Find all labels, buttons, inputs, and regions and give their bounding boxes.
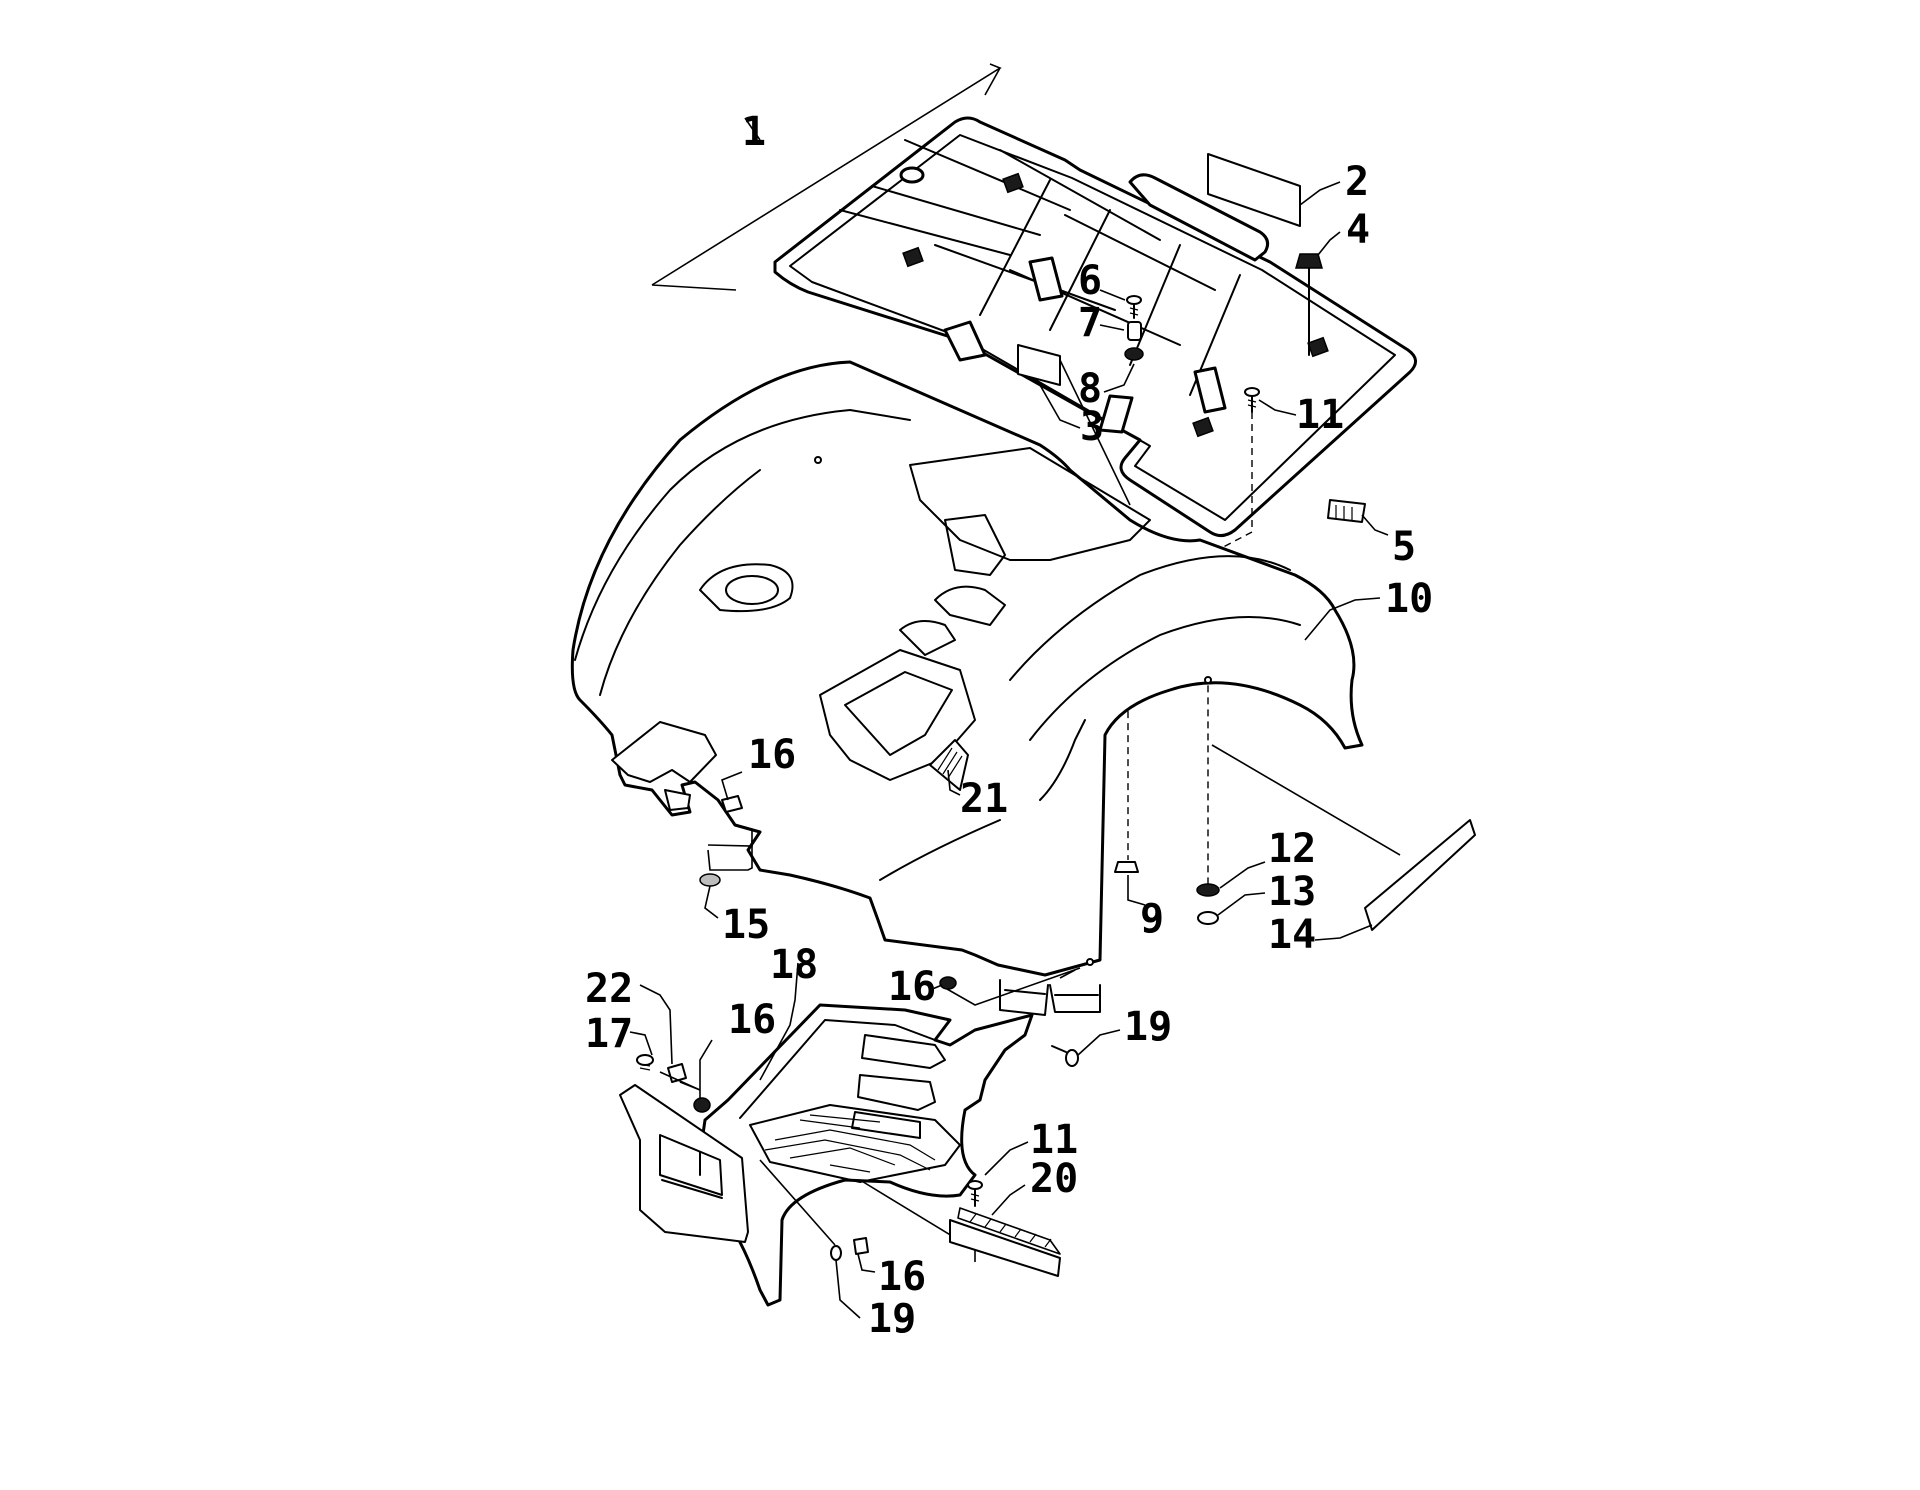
callout-10: 10 — [1385, 576, 1433, 622]
footwell — [619, 1003, 1034, 1307]
mount-line2 — [707, 840, 753, 871]
bolt-19-b — [830, 1245, 842, 1261]
nut-13 — [1197, 911, 1219, 925]
callout-4: 4 — [1346, 207, 1370, 253]
callout-16a: 16 — [748, 732, 796, 778]
bolt-17 — [636, 1054, 654, 1071]
leader-19a — [1077, 1029, 1121, 1056]
leader-17 — [629, 1031, 653, 1056]
rear-fender — [570, 360, 1364, 1016]
bolt-11-bottom — [967, 1180, 983, 1207]
footwell-bracket — [939, 967, 1081, 1006]
bolt-19-a — [1051, 1045, 1079, 1067]
leader-21 — [947, 769, 961, 796]
callout-9: 9 — [1140, 896, 1164, 942]
leader-4 — [1317, 231, 1341, 256]
nut-16-a — [721, 795, 743, 813]
callout-20: 20 — [1030, 1156, 1078, 1202]
leader-19b — [835, 1259, 861, 1319]
leader-7 — [1099, 324, 1125, 331]
callout-7: 7 — [1078, 300, 1102, 346]
leader-3 — [1039, 384, 1081, 429]
decal-21 — [929, 739, 969, 791]
callout-5: 5 — [1392, 524, 1416, 570]
bolt-11-top — [1244, 387, 1260, 413]
callout-12: 12 — [1268, 826, 1316, 872]
callout-16c: 16 — [728, 997, 776, 1043]
leader-16b — [929, 984, 943, 991]
nut-4 — [1295, 253, 1323, 356]
leader-16d — [857, 1253, 876, 1273]
decal-2 — [1207, 153, 1301, 227]
leader-8 — [1103, 363, 1135, 393]
leader-10 — [1304, 597, 1381, 641]
grommet-15 — [699, 873, 721, 887]
washer-8 — [1124, 347, 1144, 361]
leader-22 — [639, 984, 673, 1065]
leader-14 — [1314, 924, 1373, 941]
callout-8: 8 — [1078, 366, 1102, 412]
leader-14b — [1211, 744, 1401, 856]
callout-18: 18 — [770, 942, 818, 988]
leader-2 — [1299, 181, 1341, 206]
footwell-bracket-b — [1059, 969, 1076, 979]
rack-bracket — [651, 63, 1002, 291]
leader-18 — [759, 962, 799, 1081]
leader-5 — [1361, 514, 1389, 536]
nut-16-c — [693, 1097, 711, 1113]
footrest-20 — [949, 1207, 1061, 1277]
callout-16b: 16 — [888, 964, 936, 1010]
rear-rack — [773, 116, 1417, 537]
nut-16-b — [939, 976, 957, 990]
leader-11b — [984, 1141, 1029, 1176]
callout-11b: 11 — [1030, 1117, 1078, 1163]
callout-15: 15 — [722, 902, 770, 948]
callout-17: 17 — [585, 1011, 633, 1057]
callout-2: 2 — [1345, 159, 1369, 205]
decal-3 — [1017, 344, 1061, 386]
washer-9 — [1114, 861, 1139, 873]
leader-13 — [1217, 892, 1266, 916]
leader-3b — [1059, 359, 1131, 506]
centerline-b — [1207, 412, 1253, 885]
callouts: 1 2 3 4 5 6 7 8 9 10 11 11 12 13 14 15 1… — [585, 109, 1433, 1342]
washer-12 — [1196, 883, 1220, 897]
leader-9 — [1127, 875, 1146, 906]
callout-19a: 19 — [1124, 1004, 1172, 1050]
leader-15 — [704, 885, 719, 919]
callout-6: 6 — [1078, 258, 1102, 304]
clip-5 — [1327, 499, 1366, 523]
callout-13: 13 — [1268, 869, 1316, 915]
leader-16c — [699, 1039, 713, 1098]
callout-21: 21 — [960, 776, 1008, 822]
callout-11a: 11 — [1296, 392, 1344, 438]
callout-14: 14 — [1268, 912, 1316, 958]
leader-12 — [1219, 861, 1266, 889]
leader-6 — [1099, 289, 1126, 301]
leader-16a — [721, 771, 743, 801]
bolt-6 — [1126, 295, 1142, 319]
callout-19b: 19 — [868, 1296, 916, 1342]
nut-16-d — [853, 1237, 869, 1255]
leader-20 — [991, 1184, 1026, 1216]
leader-11a — [1258, 399, 1297, 416]
leader-1 — [744, 117, 761, 141]
callout-3: 3 — [1080, 404, 1104, 450]
spacer-7 — [1127, 321, 1142, 341]
callout-16d: 16 — [878, 1254, 926, 1300]
callout-22: 22 — [585, 966, 633, 1012]
decal-14 — [1364, 819, 1476, 931]
callout-1: 1 — [742, 109, 766, 155]
mount-line — [707, 830, 753, 847]
